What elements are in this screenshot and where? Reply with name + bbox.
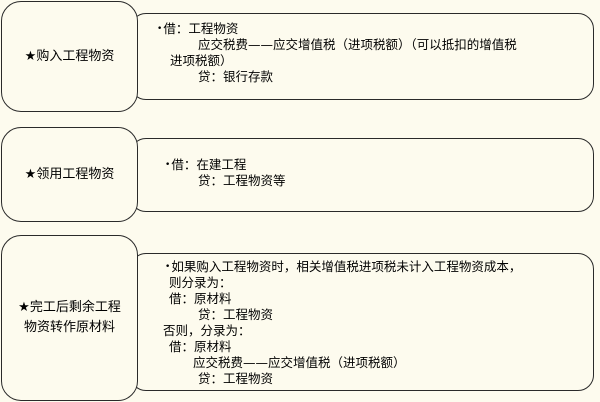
entry-line: 应交税费——应交增值税（进项税额）（可以抵扣的增值税	[137, 37, 593, 53]
row-label-text-line1: ★完工后剩余工程	[18, 300, 121, 315]
row-body-purchase-materials: •借：工程物资 应交税费——应交增值税（进项税额）（可以抵扣的增值税 进项税额）…	[130, 13, 594, 100]
bullet-icon: •	[165, 160, 171, 170]
bullet-icon: •	[157, 24, 163, 34]
row-label-text-line2: 物资转作原材料	[23, 320, 115, 335]
entry-text: 借：原材料	[169, 339, 232, 354]
entry-text: 应交税费——应交增值税（进项税额）（可以抵扣的增值税	[198, 37, 517, 52]
entry-line: 则分录为：	[137, 275, 593, 291]
entry-text: 应交税费——应交增值税（进项税额）	[193, 355, 406, 370]
entry-line: •借：在建工程	[137, 157, 593, 173]
row-label-surplus-to-raw-materials: ★完工后剩余工程 物资转作原材料	[1, 235, 138, 401]
bullet-icon: •	[165, 262, 171, 272]
row-body-surplus-to-raw-materials: •如果购入工程物资时，相关增值税进项税未计入工程物资成本， 则分录为： 借：原材…	[130, 253, 594, 391]
entry-text: 借：原材料	[169, 291, 232, 306]
entry-text: 借：工程物资	[163, 21, 239, 36]
entry-text: 则分录为：	[169, 275, 232, 290]
entry-text: 借：在建工程	[171, 157, 247, 172]
entry-line: 应交税费——应交增值税（进项税额）	[137, 355, 593, 371]
entry-text: 贷：银行存款	[198, 69, 274, 84]
row-label-requisition-materials: ★领用工程物资	[1, 127, 138, 222]
row-label-purchase-materials: ★购入工程物资	[1, 1, 138, 112]
row-label-text: ★购入工程物资	[24, 48, 115, 64]
row-body-requisition-materials: •借：在建工程 贷：工程物资等	[130, 138, 594, 212]
entry-line: 贷：工程物资等	[137, 173, 593, 189]
entry-text: 贷：工程物资	[198, 371, 274, 386]
entry-line: 贷：工程物资	[137, 307, 593, 323]
entry-line: 借：原材料	[137, 291, 593, 307]
entry-text: 贷：工程物资	[198, 307, 274, 322]
entry-text: 如果购入工程物资时，相关增值税进项税未计入工程物资成本，	[171, 259, 522, 274]
entry-line: 否则，分录为：	[137, 323, 593, 339]
entry-line: 进项税额）	[137, 53, 593, 69]
row-label-text: ★领用工程物资	[24, 166, 115, 182]
entry-text: 进项税额）	[170, 53, 233, 68]
entry-line: •借：工程物资	[137, 21, 593, 37]
entry-text: 否则，分录为：	[163, 323, 251, 338]
entry-line: 贷：工程物资	[137, 371, 593, 387]
entry-text: 贷：工程物资等	[198, 173, 286, 188]
entry-line: 借：原材料	[137, 339, 593, 355]
entry-line: 贷：银行存款	[137, 69, 593, 85]
entry-line: •如果购入工程物资时，相关增值税进项税未计入工程物资成本，	[137, 259, 593, 275]
